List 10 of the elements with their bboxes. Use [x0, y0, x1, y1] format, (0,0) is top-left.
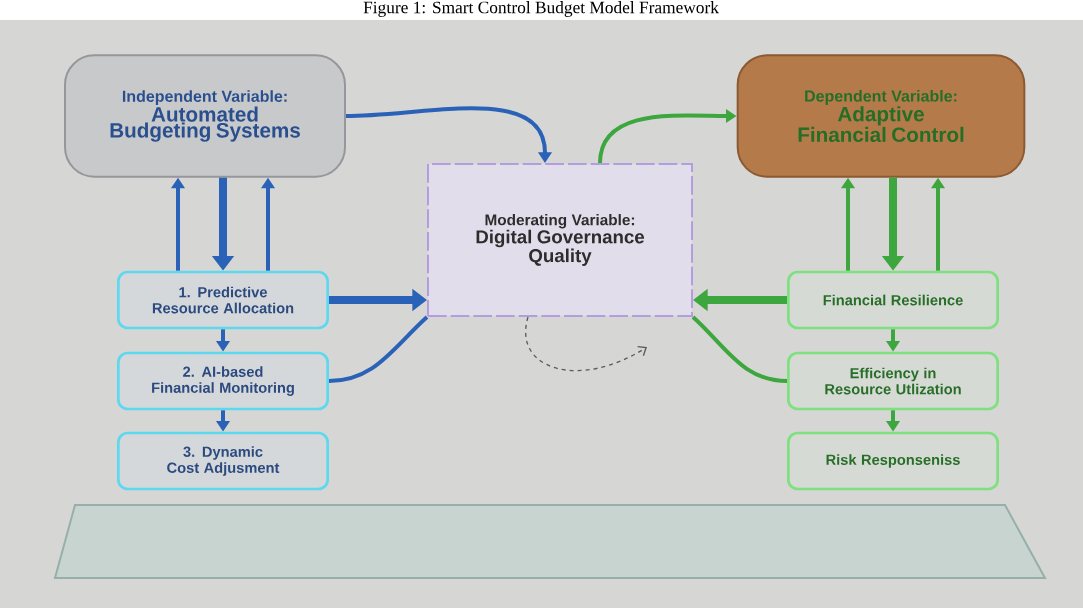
figure-title: Figure 1: Smart Control Budget Model Framework [363, 1, 719, 17]
variable-box: Moderating Variable: Digital Governance Quality [427, 163, 693, 317]
indicator-box: Risk Responseniss [787, 431, 999, 491]
indicator-box: Efficiency in Resource Utlization [787, 351, 999, 411]
indicator-box: Financial Resilience [787, 270, 999, 330]
variable-box: Dependent Variable: Adaptive Financial Control [736, 54, 1026, 178]
variable-box: Independent Variable: Automated Budgeting Systems [64, 54, 346, 178]
dimension-box: 1. Predictive Resource Allocation [117, 270, 329, 330]
dimension-box: 2. AI-based Financial Monitoring [117, 351, 329, 411]
dimension-box: 3. Dynamic Cost Adjusment [117, 431, 329, 491]
